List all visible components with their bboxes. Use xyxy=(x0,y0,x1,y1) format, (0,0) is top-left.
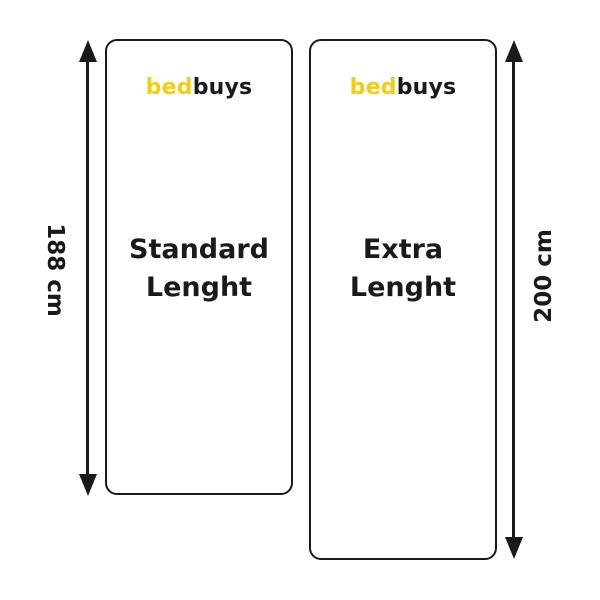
standard-mattress: bedbuys Standard Lenght xyxy=(105,39,293,495)
logo-buys-text: buys xyxy=(192,75,253,100)
arrow-down-icon xyxy=(78,474,97,496)
logo-bed-text: bed xyxy=(349,75,397,100)
mattress-type-line-1: Extra xyxy=(362,234,444,265)
extra-mattress: bedbuys Extra Lenght xyxy=(309,39,497,560)
arrow-down-icon xyxy=(504,537,523,559)
extra-length-label: 200 cm xyxy=(531,229,557,323)
logo-buys-text: buys xyxy=(396,75,457,100)
bedbuys-logo: bedbuys xyxy=(107,75,291,100)
extra-length-dimension-line xyxy=(512,55,515,547)
bedbuys-logo: bedbuys xyxy=(311,75,495,100)
mattress-type-line-1: Standard xyxy=(129,234,269,265)
mattress-type-label: Standard Lenght xyxy=(107,231,291,307)
mattress-type-line-2: Lenght xyxy=(349,272,457,303)
logo-bed-text: bed xyxy=(145,75,193,100)
standard-length-label: 188 cm xyxy=(42,223,68,317)
arrow-up-icon xyxy=(504,40,523,62)
mattress-type-line-2: Lenght xyxy=(145,272,253,303)
mattress-type-label: Extra Lenght xyxy=(311,231,495,307)
standard-length-dimension-line xyxy=(86,55,89,485)
arrow-up-icon xyxy=(78,40,97,62)
